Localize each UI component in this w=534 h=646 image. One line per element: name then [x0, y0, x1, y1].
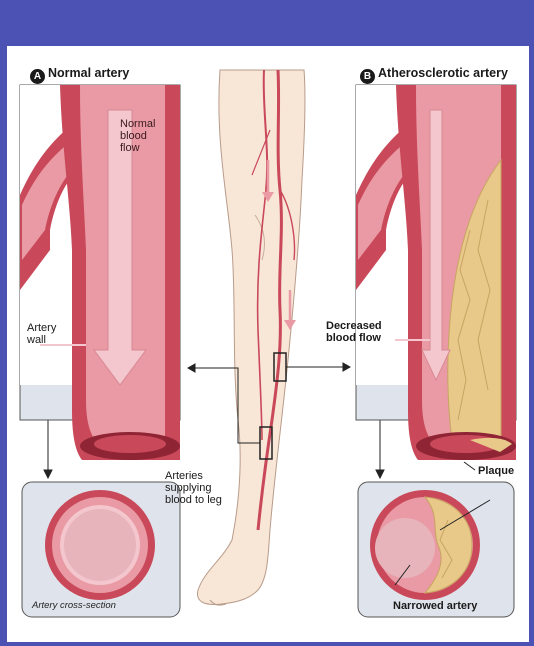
panel-b-title-text: Atherosclerotic artery: [378, 66, 508, 80]
cross-section-caption: Artery cross-section: [32, 600, 116, 612]
panel-a-title-text: Normal artery: [48, 66, 129, 80]
decreased-blood-flow-label: Decreased blood flow: [326, 320, 382, 344]
atherosclerotic-cross-section: [358, 482, 514, 617]
normal-cross-section: [22, 482, 180, 617]
normal-artery-box: [20, 85, 180, 460]
panel-a-badge: A: [30, 69, 45, 84]
panel-b-badge: B: [360, 69, 375, 84]
arteries-supplying-label: Arteries supplying blood to leg: [165, 470, 222, 506]
normal-blood-flow-label: Normal blood flow: [120, 118, 155, 154]
artery-wall-label: Artery wall: [27, 322, 56, 346]
atherosclerotic-artery-box: [356, 85, 516, 470]
plaque-label: Plaque: [478, 465, 514, 477]
leg-drawing: [197, 70, 305, 605]
narrowed-artery-label: Narrowed artery: [393, 600, 477, 612]
